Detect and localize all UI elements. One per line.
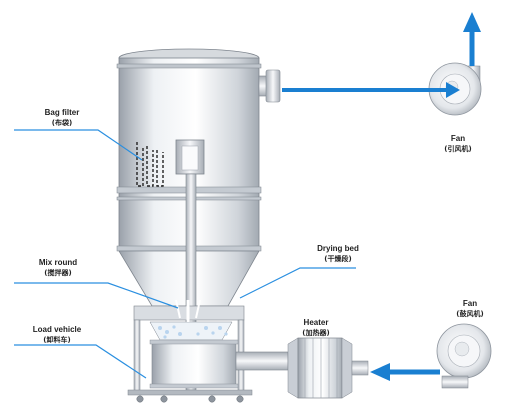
label-fan-blower-zh: (鼓风机): [456, 310, 484, 318]
label-mix-round-en: Mix round: [38, 258, 78, 267]
label-fan-exhaust: Fan (引风机): [438, 134, 478, 154]
label-drying-bed-zh: (干燥段): [324, 255, 352, 263]
label-heater-en: Heater: [303, 318, 329, 327]
leader-bag-filter: [14, 129, 143, 161]
leader-lines: [14, 129, 356, 379]
label-mix-round-zh: (搅拌器): [44, 269, 72, 277]
exhaust-up-arrowhead: [463, 12, 481, 32]
label-fan-blower-en: Fan: [462, 299, 478, 308]
leader-mix-round: [14, 282, 179, 309]
inlet-flow-arrowhead: [370, 363, 390, 381]
label-load-vehicle: Load vehicle (卸料车): [22, 325, 92, 345]
label-drying-bed-en: Drying bed: [317, 244, 359, 253]
bed-flow-left: [175, 299, 181, 319]
label-fan-exhaust-zh: (引风机): [444, 145, 472, 153]
label-drying-bed: Drying bed (干燥段): [306, 244, 370, 264]
label-bag-filter: Bag filter (布袋): [34, 108, 90, 128]
label-mix-round: Mix round (搅拌器): [26, 258, 90, 278]
label-fan-blower: Fan (鼓风机): [450, 299, 490, 319]
blower-fan: [436, 323, 492, 389]
leader-drying-bed: [239, 267, 356, 299]
label-load-vehicle-en: Load vehicle: [32, 325, 82, 334]
dryer-tower: [116, 48, 281, 307]
label-bag-filter-zh: (布袋): [51, 119, 73, 127]
filter-bags: [136, 142, 164, 187]
label-fan-exhaust-en: Fan: [450, 134, 466, 143]
label-heater-zh: (加热器): [302, 329, 330, 337]
heater-unit: [235, 337, 369, 399]
label-heater: Heater (加热器): [292, 318, 340, 338]
leader-load-vehicle: [14, 344, 147, 379]
label-bag-filter-en: Bag filter: [44, 108, 80, 117]
air-flow-arrows: [175, 12, 481, 381]
label-load-vehicle-zh: (卸料车): [43, 336, 71, 344]
exhaust-flow-arrowhead: [446, 82, 460, 98]
bed-flow-right: [195, 299, 201, 319]
